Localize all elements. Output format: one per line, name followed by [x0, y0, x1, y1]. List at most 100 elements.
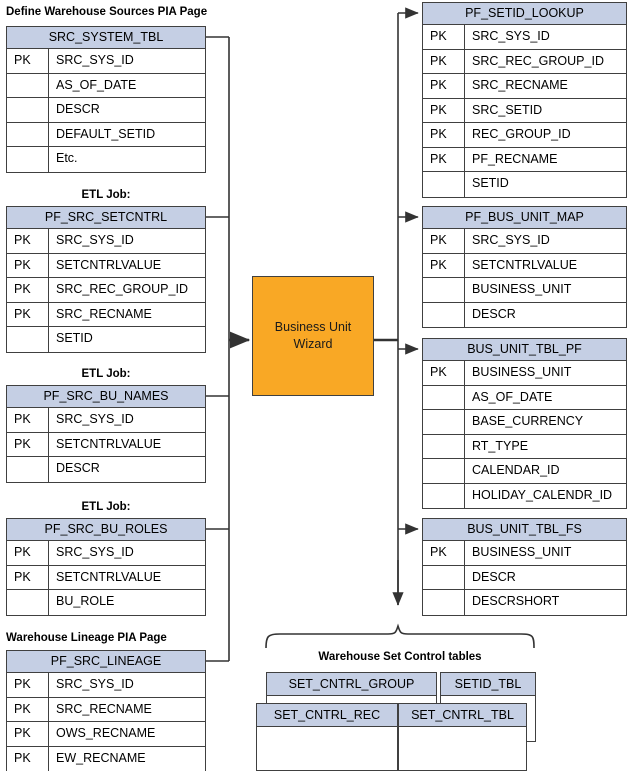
row-field: SETID — [472, 176, 509, 190]
row-field: BUSINESS_UNIT — [472, 365, 572, 379]
row-field: SRC_RECNAME — [56, 306, 152, 321]
row-field: HOLIDAY_CALENDR_ID — [472, 487, 613, 502]
row-key: PK — [423, 49, 465, 73]
entity-title: SET_CNTRL_TBL — [399, 704, 526, 727]
entity-pf-bus-unit-map[interactable]: PF_BUS_UNIT_MAP PK SRC_SYS_ID PK SETCNTR… — [422, 206, 627, 328]
row-field: SRC_SYS_ID — [56, 53, 134, 67]
table-row: PK SRC_REC_GROUP_ID — [7, 278, 205, 303]
row-field: BU_ROLE — [56, 594, 115, 608]
row-field: SRC_SETID — [472, 102, 543, 117]
entity-pf-src-bu-names[interactable]: PF_SRC_BU_NAMES PK SRC_SYS_ID PK SETCNTR… — [6, 385, 206, 483]
row-field: SETCNTRLVALUE — [56, 257, 162, 272]
table-row: BUSINESS_UNIT — [423, 278, 626, 303]
entity-title: PF_SRC_BU_ROLES — [7, 519, 205, 541]
table-row: HOLIDAY_CALENDR_ID — [423, 483, 626, 508]
table-row: PK SRC_SYS_ID — [7, 49, 205, 74]
row-key: PK — [7, 432, 49, 456]
row-key — [423, 565, 465, 589]
row-key: PK — [7, 49, 49, 73]
row-key — [7, 73, 49, 97]
row-key — [423, 278, 465, 302]
row-field: SRC_RECNAME — [56, 701, 152, 716]
entity-title: PF_SRC_SETCNTRL — [7, 207, 205, 229]
caption-etl-job-1: ETL Job: — [81, 189, 131, 201]
entity-title: BUS_UNIT_TBL_FS — [423, 519, 626, 541]
entity-bus-unit-tbl-fs[interactable]: BUS_UNIT_TBL_FS PK BUSINESS_UNIT DESCR D… — [422, 518, 627, 616]
caption-etl-job-3: ETL Job: — [81, 501, 131, 513]
table-row: PK SETCNTRLVALUE — [7, 432, 205, 457]
row-key: PK — [7, 541, 49, 565]
row-key: PK — [423, 123, 465, 147]
table-row: PK SRC_REC_GROUP_ID — [423, 49, 626, 74]
table-row: PK SRC_RECNAME — [7, 697, 205, 722]
row-key: PK — [7, 229, 49, 253]
row-key: PK — [423, 541, 465, 565]
row-key — [7, 147, 49, 172]
row-field: SRC_SYS_ID — [56, 412, 134, 426]
row-key — [423, 410, 465, 434]
row-field: Etc. — [56, 151, 78, 165]
row-key — [7, 327, 49, 352]
row-field: SRC_SYS_ID — [472, 233, 550, 247]
entity-src-system-tbl[interactable]: SRC_SYSTEM_TBL PK SRC_SYS_ID AS_OF_DATE … — [6, 26, 206, 173]
row-key — [423, 459, 465, 483]
row-key — [423, 172, 465, 197]
row-key: PK — [423, 98, 465, 122]
entity-set-cntrl-tbl[interactable]: SET_CNTRL_TBL — [398, 703, 527, 771]
row-field: SETCNTRLVALUE — [56, 436, 162, 451]
row-key: PK — [423, 229, 465, 253]
row-field: SRC_SYS_ID — [56, 233, 134, 247]
table-row: PK SRC_SYS_ID — [423, 229, 626, 254]
table-row: DESCR — [423, 565, 626, 590]
entity-title: PF_SRC_LINEAGE — [7, 651, 205, 673]
table-row: PK PF_RECNAME — [423, 147, 626, 172]
table-row: PK SRC_SYS_ID — [7, 673, 205, 698]
entity-pf-src-bu-roles[interactable]: PF_SRC_BU_ROLES PK SRC_SYS_ID PK SETCNTR… — [6, 518, 206, 616]
business-unit-wizard-process[interactable]: Business Unit Wizard — [252, 276, 374, 396]
row-field: DESCR — [472, 569, 516, 584]
row-field: SRC_REC_GROUP_ID — [472, 53, 604, 68]
entity-bus-unit-tbl-pf[interactable]: BUS_UNIT_TBL_PF PK BUSINESS_UNIT AS_OF_D… — [422, 338, 627, 509]
entity-pf-src-lineage[interactable]: PF_SRC_LINEAGE PK SRC_SYS_ID PK SRC_RECN… — [6, 650, 206, 771]
row-key: PK — [7, 673, 49, 697]
row-field: DESCR — [472, 306, 516, 321]
row-key — [7, 457, 49, 482]
table-row: AS_OF_DATE — [423, 385, 626, 410]
table-row: PK BUSINESS_UNIT — [423, 541, 626, 566]
row-key — [423, 590, 465, 615]
caption-warehouse-set-control-tables: Warehouse Set Control tables — [318, 651, 482, 663]
row-field: RT_TYPE — [472, 438, 529, 453]
row-key: PK — [7, 408, 49, 432]
row-key: PK — [7, 697, 49, 721]
row-field: AS_OF_DATE — [56, 77, 137, 92]
table-row: PK SRC_SETID — [423, 98, 626, 123]
process-label-line1: Business Unit — [274, 320, 352, 334]
row-field: AS_OF_DATE — [472, 389, 553, 404]
table-row: SETID — [7, 327, 205, 352]
row-key — [7, 98, 49, 122]
row-key: PK — [7, 253, 49, 277]
row-field: DESCR — [56, 461, 100, 475]
row-key: PK — [423, 147, 465, 171]
entity-title: SET_CNTRL_REC — [257, 704, 397, 727]
row-key: PK — [7, 565, 49, 589]
row-key — [7, 590, 49, 615]
entity-set-cntrl-rec[interactable]: SET_CNTRL_REC — [256, 703, 398, 771]
table-row: PK SETCNTRLVALUE — [7, 253, 205, 278]
entity-title: SETID_TBL — [441, 673, 535, 696]
table-row: PK SRC_SYS_ID — [423, 25, 626, 50]
caption-define-warehouse-sources: Define Warehouse Sources PIA Page — [6, 6, 208, 18]
entity-title: SRC_SYSTEM_TBL — [7, 27, 205, 49]
table-row: PK BUSINESS_UNIT — [423, 361, 626, 386]
row-field: BASE_CURRENCY — [472, 414, 584, 428]
table-row: PK SRC_SYS_ID — [7, 229, 205, 254]
row-field: SRC_SYS_ID — [56, 545, 134, 559]
entity-pf-src-setcntrl[interactable]: PF_SRC_SETCNTRL PK SRC_SYS_ID PK SETCNTR… — [6, 206, 206, 353]
row-key — [7, 122, 49, 146]
table-row: DESCR — [7, 98, 205, 123]
table-row: PK SRC_RECNAME — [7, 302, 205, 327]
row-key — [423, 385, 465, 409]
entity-pf-setid-lookup[interactable]: PF_SETID_LOOKUP PK SRC_SYS_ID PK SRC_REC… — [422, 2, 627, 198]
row-field: REC_GROUP_ID — [472, 127, 571, 141]
